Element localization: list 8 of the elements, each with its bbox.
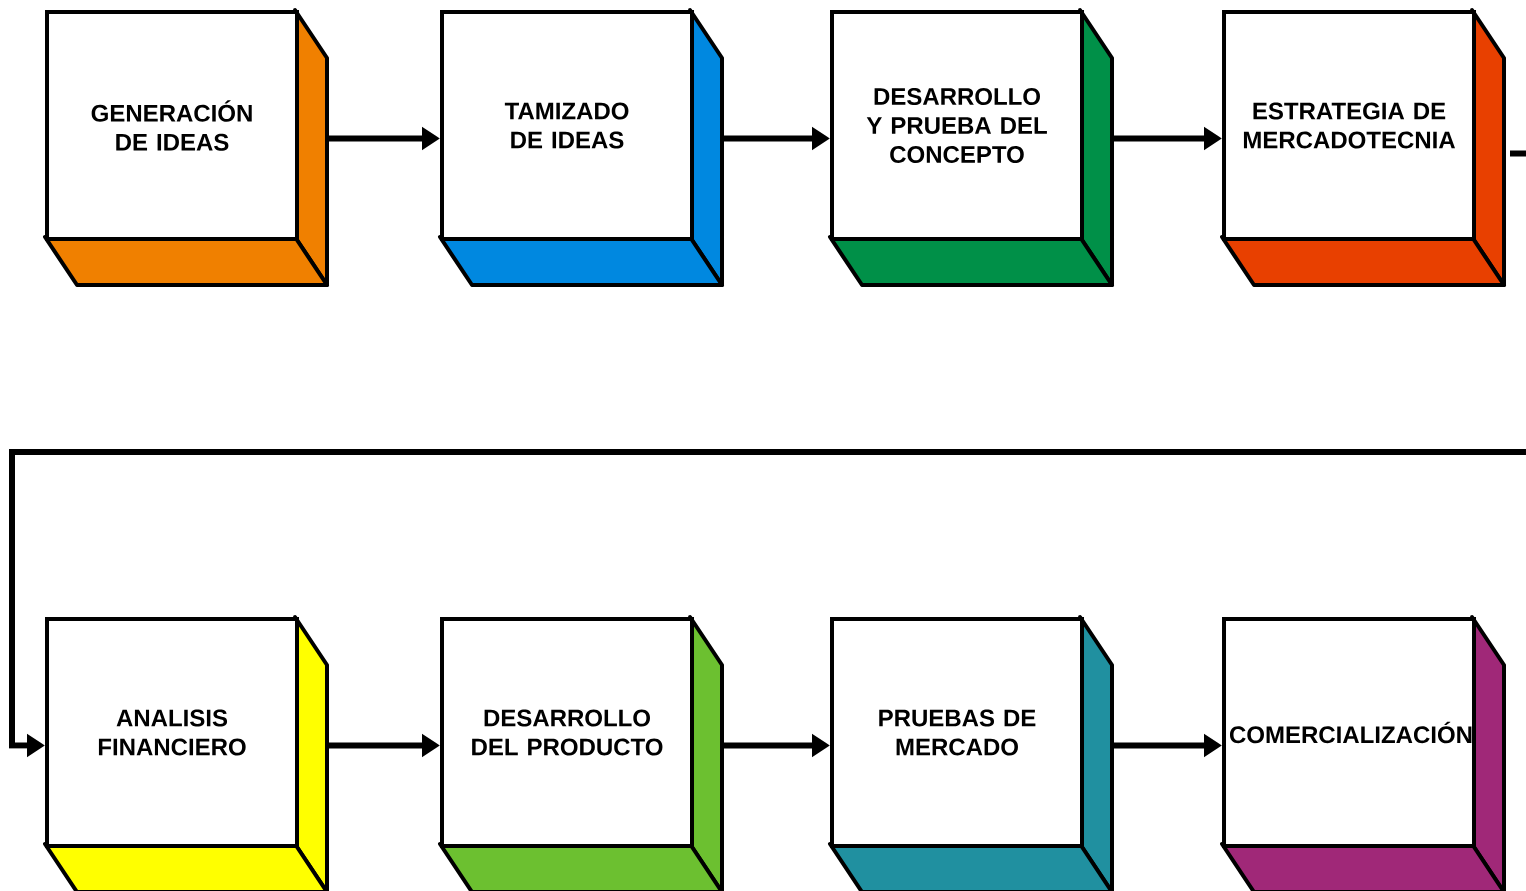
box-3d: ANALISIS FINANCIERO [43, 615, 329, 891]
box-3d: DESARROLLO Y PRUEBA DEL CONCEPTO [828, 8, 1114, 287]
box-3d: TAMIZADO DE IDEAS [438, 8, 724, 287]
box-3d: GENERACIÓN DE IDEAS [43, 8, 329, 287]
box-3d: DESARROLLO DEL PRODUCTO [438, 615, 724, 891]
box-3d: COMERCIALIZACIÓN [1220, 615, 1506, 891]
box-3d: ESTRATEGIA DE MERCADOTECNIA [1220, 8, 1506, 287]
box-3d: PRUEBAS DE MERCADO [828, 615, 1114, 891]
